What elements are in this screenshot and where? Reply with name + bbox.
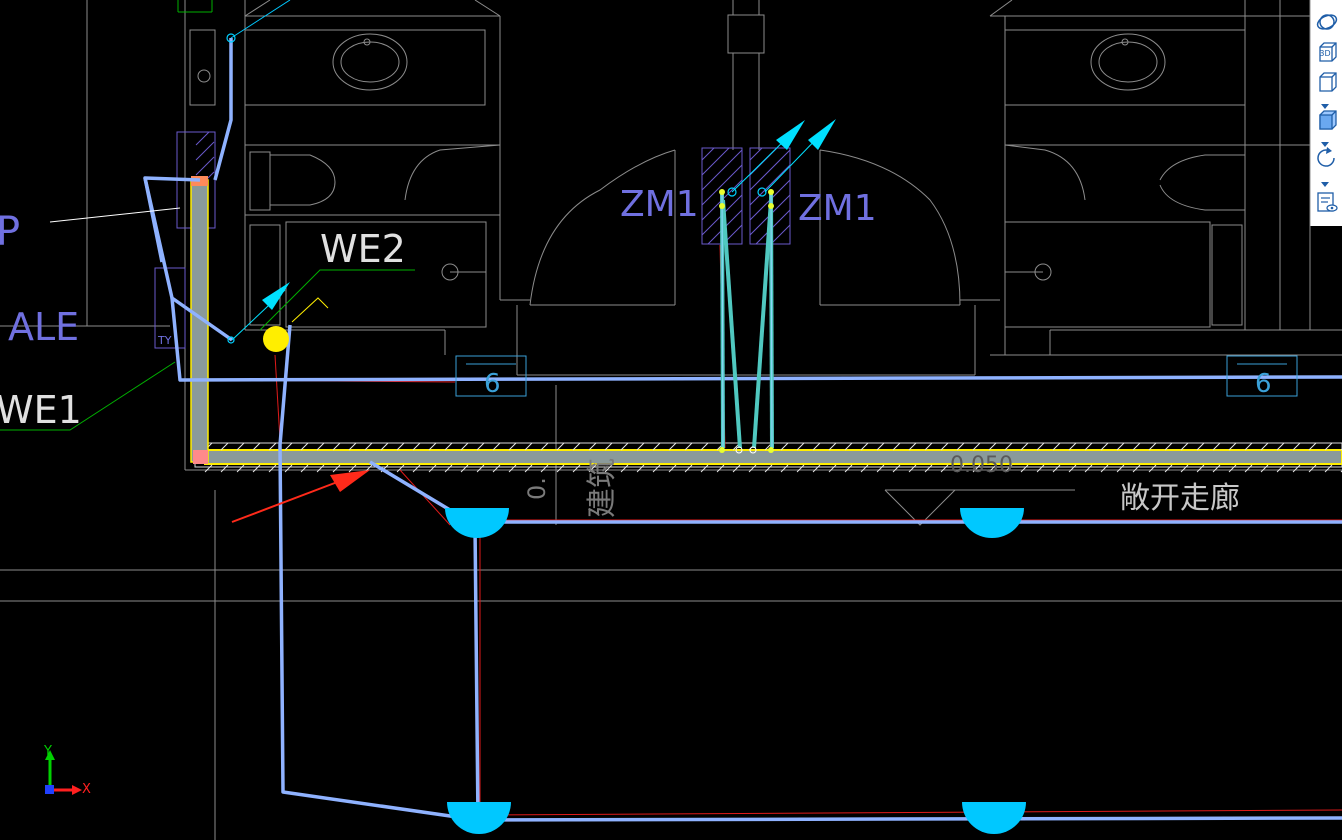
properties-icon <box>1317 192 1338 212</box>
label-we2: WE2 <box>320 227 406 271</box>
ucs-y-label: Y <box>44 744 52 759</box>
properties-button[interactable] <box>1314 190 1340 214</box>
rotate-dropdown[interactable] <box>1320 175 1330 187</box>
view-cube-button[interactable] <box>1314 70 1340 94</box>
leader-lines <box>0 0 415 431</box>
chevron-down-icon <box>1321 182 1329 187</box>
label-ale: ALE <box>8 305 79 349</box>
label-p: P <box>0 209 20 255</box>
building-text: 建筑 <box>585 458 620 518</box>
label-zm1-right: ZM1 <box>798 188 877 229</box>
elevation-text: 0.050 <box>950 453 1013 478</box>
3d-view-icon <box>1319 42 1337 62</box>
rotate-icon <box>1317 147 1335 167</box>
red-arrow <box>231 470 370 523</box>
label-zm1-left: ZM1 <box>620 184 699 225</box>
3d-view-button[interactable]: 3D <box>1314 40 1340 64</box>
corridor-label: 敞开走廊 <box>1120 481 1240 516</box>
label-we1: WE1 <box>0 388 82 432</box>
ref-right-number: 6 <box>1255 369 1272 399</box>
dimension-text: 0. <box>523 477 551 500</box>
3d-label: 3D <box>1319 49 1331 58</box>
view-toolbar: 3D <box>1310 0 1342 226</box>
shaded-view-dropdown[interactable] <box>1320 135 1330 147</box>
ref-left-number: 6 <box>484 369 501 399</box>
fixture-semicircles <box>445 508 1026 834</box>
orbit-icon <box>1316 14 1338 30</box>
shaded-cube-icon <box>1319 110 1337 130</box>
ucs-x-label: X <box>82 782 91 797</box>
axis-icon <box>45 750 82 795</box>
orbit-button[interactable] <box>1314 10 1340 34</box>
chevron-down-icon <box>1321 104 1329 109</box>
view-cube-dropdown[interactable] <box>1320 97 1330 109</box>
pipe-routes <box>143 38 1342 822</box>
floor-slab <box>194 442 1342 473</box>
chevron-down-icon <box>1321 142 1329 147</box>
ucs-icon: Y X <box>40 744 100 804</box>
shaded-view-button[interactable] <box>1314 108 1340 132</box>
zm1-risers <box>720 189 774 449</box>
cyan-arrows <box>230 0 836 341</box>
yellow-marker <box>263 326 289 352</box>
rotate-button[interactable] <box>1314 146 1340 170</box>
ref-boxes <box>455 355 1298 397</box>
ty-label: TY <box>157 334 172 347</box>
view-cube-icon <box>1319 72 1337 92</box>
